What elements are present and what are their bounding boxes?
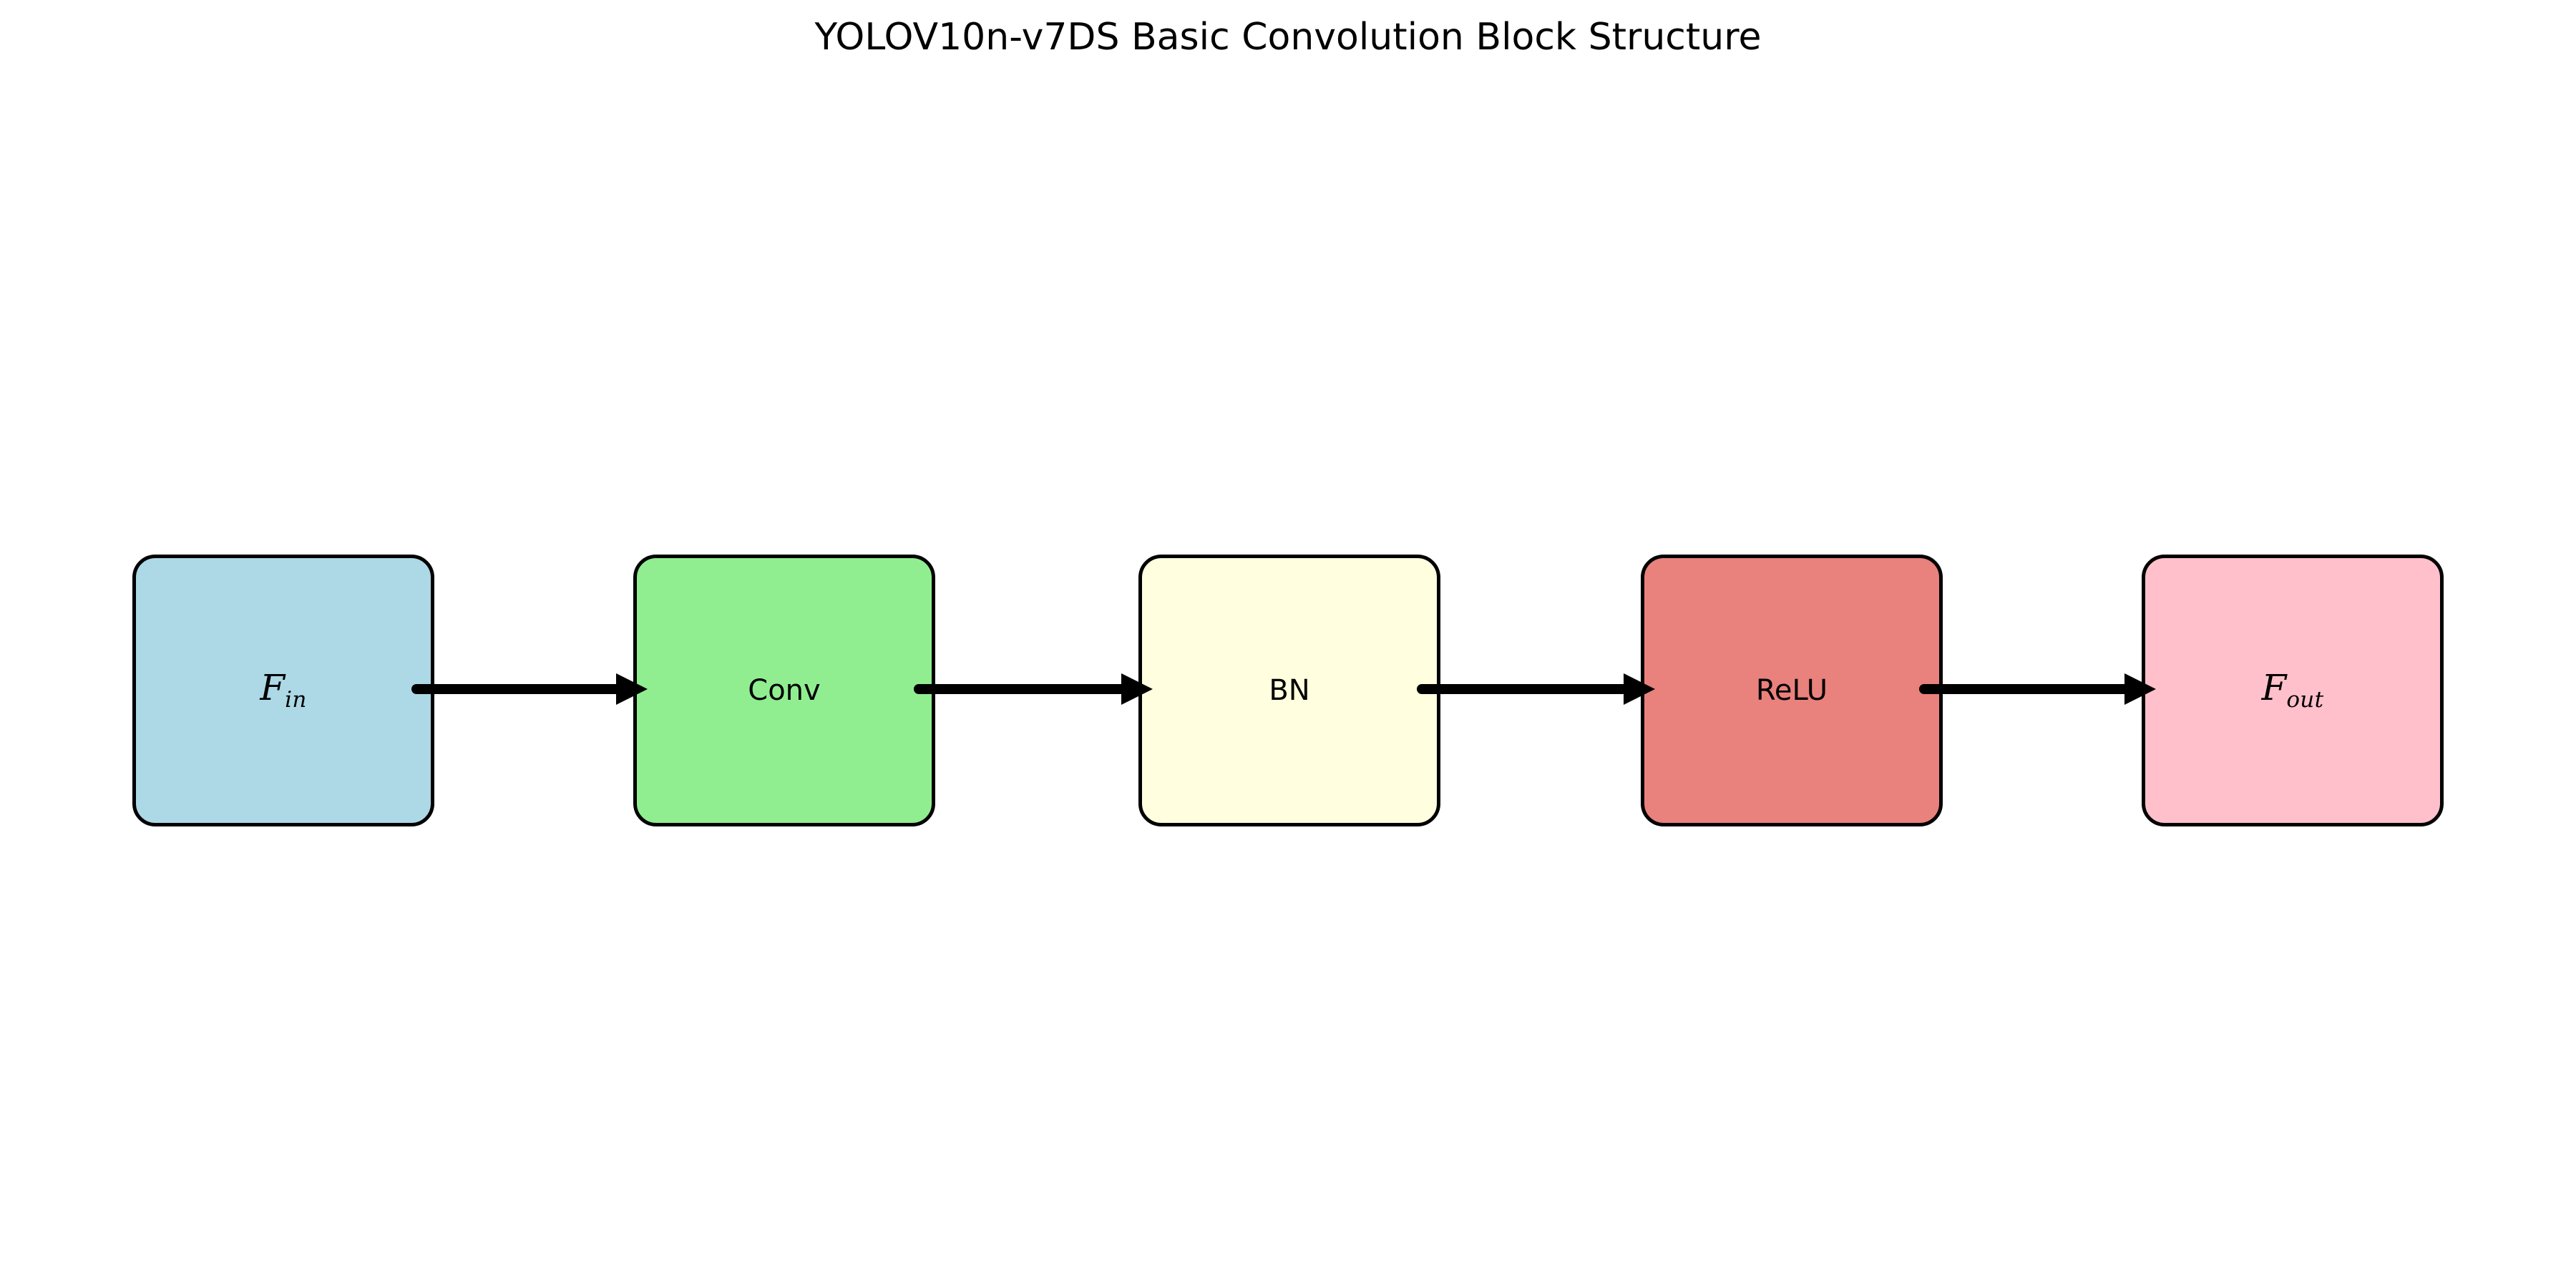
flow-node-label-bn: BN [1269,674,1310,707]
label-base-f-out: F [2261,667,2287,709]
flow-node-relu[interactable]: ReLU [1641,555,1943,826]
flow-node-label-f-out: Fout [2262,670,2324,711]
page-title: YOLOV10n-v7DS Basic Convolution Block St… [814,16,1762,59]
arrow-shaft [1417,684,1629,694]
flow-node-conv[interactable]: Conv [633,555,935,826]
flow-node-label-f-in: Fin [260,670,306,711]
arrow-shaft [914,684,1127,694]
label-subscript-f-in: in [285,686,307,713]
flow-node-label-relu: ReLU [1755,674,1828,707]
arrow-shaft [1919,684,2130,694]
label-base-f-in: F [260,667,286,709]
flow-node-f-in[interactable]: Fin [132,555,434,826]
flow-node-f-out[interactable]: Fout [2142,555,2444,826]
label-subscript-f-out: out [2286,686,2324,713]
arrow-shaft [411,684,622,694]
flow-node-label-conv: Conv [748,674,821,707]
flow-node-bn[interactable]: BN [1138,555,1440,826]
